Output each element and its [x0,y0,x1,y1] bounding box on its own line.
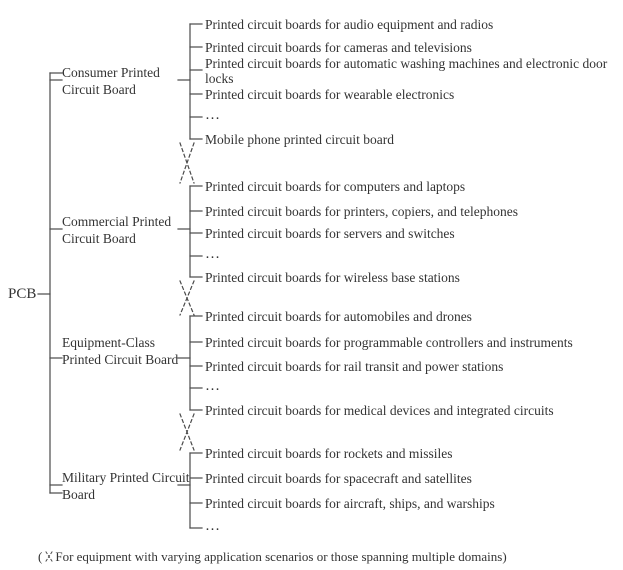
leaf-label-ellipsis: … [205,246,222,262]
leaf-label: Printed circuit boards for audio equipme… [205,17,494,32]
leaf-label: Printed circuit boards for rockets and m… [205,446,453,461]
leaf-label: Printed circuit boards for wearable elec… [205,87,455,102]
dashed-x-connector-1 [179,142,195,184]
dashed-x-mark-icon [43,551,54,562]
leaf-label-ellipsis: … [205,378,222,394]
leaf-label: Printed circuit boards for printers, cop… [205,204,519,219]
leaf-label-ellipsis: … [205,107,222,123]
group-label-consumer: Consumer Printed Circuit Board [62,65,160,97]
group-label-commercial: Commercial Printed Circuit Board [62,214,172,246]
dashed-x-connector-3 [179,413,195,451]
leaf-label: Printed circuit boards for programmable … [205,335,573,350]
leaf-label: Printed circuit boards for rail transit … [205,359,504,374]
leaf-label: Printed circuit boards for computers and… [205,179,466,194]
leaf-label: Printed circuit boards for wireless base… [205,270,460,285]
root-label: PCB [8,286,37,302]
leaf-label: Printed circuit boards for medical devic… [205,403,554,418]
leaf-label: Printed circuit boards for servers and s… [205,226,455,241]
group-label-equipment-class: Equipment-Class Printed Circuit Board [62,335,179,367]
leaf-label: Mobile phone printed circuit board [205,132,394,147]
footnote-open-paren: ( [38,549,43,564]
leaf-label: Printed circuit boards for cameras and t… [205,40,472,55]
leaf-label-ellipsis: … [205,518,222,534]
leaf-label: Printed circuit boards for spacecraft an… [205,471,472,486]
dashed-x-connector-2 [179,280,195,316]
footnote: ( For equipment with varying application … [38,549,507,565]
leaf-label: Printed circuit boards for automatic was… [205,56,608,86]
leaf-label: Printed circuit boards for aircraft, shi… [205,496,495,511]
leaf-label: Printed circuit boards for automobiles a… [205,309,472,324]
group-label-military: Military Printed Circuit Board [62,470,190,502]
footnote-text: For equipment with varying application s… [55,549,507,564]
